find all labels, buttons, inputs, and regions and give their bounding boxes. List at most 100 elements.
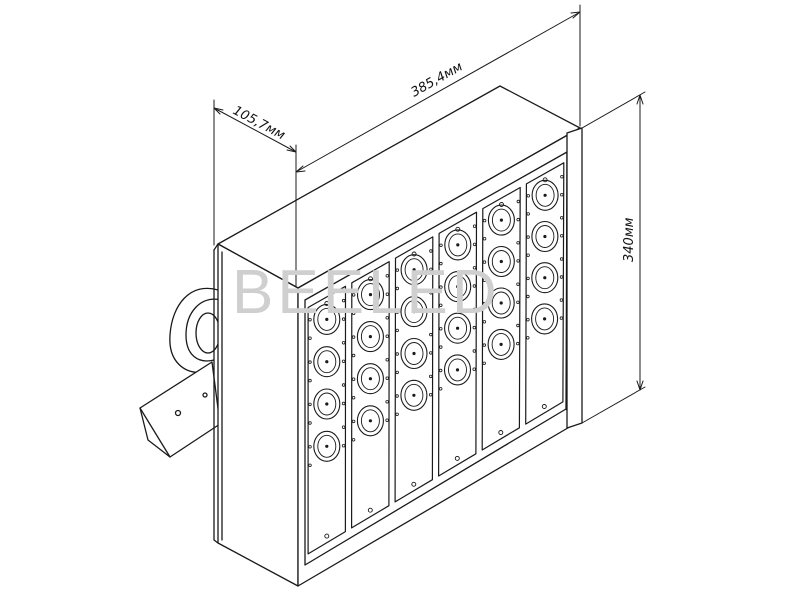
strip-screw-hole [324,533,330,539]
strip-screw-hole [455,226,461,232]
led-lens-inner-ring [448,233,468,257]
mounting-dot [341,359,346,363]
mounting-dot [351,377,356,381]
strip-screw-hole [411,481,417,487]
mounting-dot [482,343,486,347]
end-flange [566,127,583,429]
mounting-dot [439,387,443,391]
mounting-dot [341,317,346,321]
strip-screw-hole [367,507,373,513]
mounting-dot [482,301,487,306]
bracket-bolt-hole [174,409,182,417]
led-chip [368,335,372,339]
strip-screw-hole [499,202,504,207]
mounting-dot [395,352,399,356]
mounting-dot [385,274,389,278]
mounting-dot [560,192,564,197]
mounting-dot [559,257,564,261]
mounting-dot [385,358,389,362]
led-chip [368,419,372,423]
mounting-dot [351,419,356,424]
led-chip [456,243,460,247]
mounting-dot [352,293,356,297]
mounting-dot [341,298,346,303]
mounting-dot [429,351,433,355]
mounting-dot [482,236,487,241]
led-chip [368,377,372,381]
mounting-dot [385,376,389,380]
led-lens-inner-ring [535,183,555,207]
mounting-dot [516,323,520,328]
length-dimension-line [295,11,581,173]
mounting-dot [559,275,564,279]
led-chip [368,293,373,297]
mounting-dot [516,217,520,222]
led-chip [412,351,416,356]
led-lens-inner-ring [491,332,511,356]
mounting-dot [516,282,520,286]
mounting-dot [482,218,487,223]
mounting-dot [395,370,399,375]
led-lens-inner-ring [535,225,555,248]
led-lens-inner-ring [491,250,511,273]
mounting-dot [482,361,486,365]
led-lens-inner-ring [404,383,424,407]
led-chip [499,342,503,346]
led-lens-inner-ring [360,367,380,391]
mounting-dot [308,402,312,407]
mounting-dot [429,267,433,271]
mounting-dot [482,278,487,282]
strip-screw-hole [324,301,330,306]
mounting-dot [395,310,399,314]
mounting-dot [560,216,564,220]
mounting-dot [429,291,433,295]
mounting-dot [472,284,477,288]
depth-dimension-line [213,107,297,153]
strip-screw-hole [498,430,504,435]
mounting-dot [439,261,443,266]
mounting-dot [526,294,530,299]
mounting-dot [351,335,356,339]
strip-screw-hole [541,404,547,409]
mounting-dot [385,400,389,404]
led-chip [543,276,547,280]
led-chip [325,444,329,448]
height-dimension-label: 340мм [622,217,637,262]
led-chip [412,393,416,397]
mounting-dot [472,266,477,270]
led-lens-inner-ring [317,434,337,458]
led-lens-inner-ring [491,208,511,232]
led-chip [543,317,547,321]
mounting-dot [308,360,312,364]
strip-screw-hole [542,177,548,183]
mounting-dot [429,393,433,397]
mounting-dot [559,298,564,302]
mounting-dot [526,253,530,257]
mounting-dot [516,259,520,263]
led-chip [412,268,416,272]
mounting-dot [308,318,312,322]
mounting-dot [351,353,356,358]
mounting-dot [308,421,312,425]
mounting-dot [308,336,312,340]
mounting-dot [526,276,530,281]
mounting-dot [351,396,356,400]
led-lens-inner-ring [317,350,337,374]
mounting-dot [526,212,530,216]
led-chip [456,285,460,289]
mounting-dot [395,412,399,416]
mounting-dot [526,194,530,198]
mounting-dot [385,292,389,296]
mounting-dot [429,309,433,313]
led-lens-inner-ring [361,283,380,307]
mounting-dot [439,243,443,247]
mounting-dot [526,336,530,340]
led-lens-inner-ring [448,358,467,382]
bracket-bolt-hole [202,392,208,398]
led-chip [412,310,416,314]
led-chip [456,326,460,330]
led-module-array [307,162,565,555]
led-lens-inner-ring [404,300,424,324]
mounting-dot [472,224,477,228]
